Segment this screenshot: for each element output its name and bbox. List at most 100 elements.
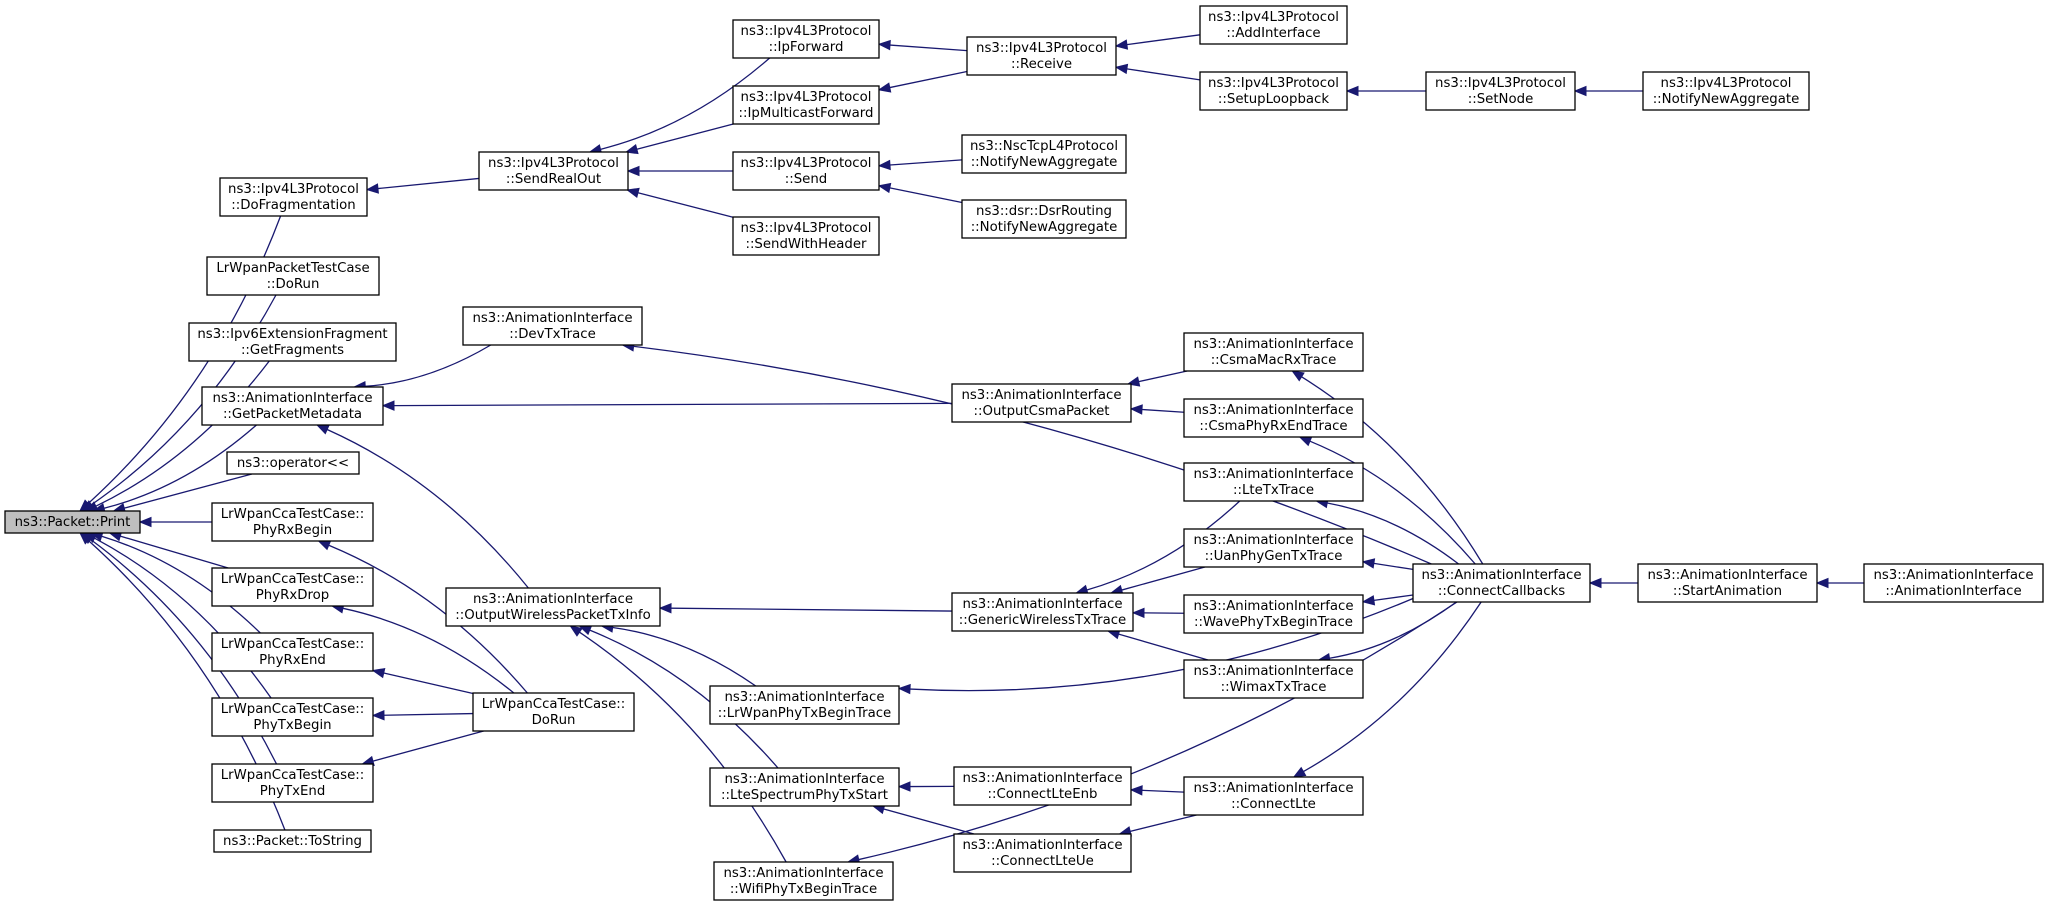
node-dsr[interactable]: ns3::dsr::DsrRouting::NotifyNewAggregate [961, 199, 1127, 239]
node-box[interactable] [732, 19, 880, 59]
node-connlteue[interactable]: ns3::AnimationInterface::ConnectLteUe [953, 833, 1132, 873]
node-label-line: ns3::AnimationInterface [1873, 568, 2033, 583]
node-box[interactable] [211, 502, 374, 542]
node-ccadorun[interactable]: LrWpanCcaTestCase::DoRun [472, 692, 635, 732]
node-box[interactable] [211, 697, 374, 737]
node-box[interactable] [709, 685, 900, 725]
node-box[interactable] [219, 177, 368, 217]
node-box[interactable] [1183, 594, 1364, 634]
node-sendrealout[interactable]: ns3::Ipv4L3Protocol::SendRealOut [478, 151, 629, 191]
node-box[interactable] [951, 383, 1132, 423]
node-phytxbegin[interactable]: LrWpanCcaTestCase::PhyTxBegin [211, 697, 374, 737]
node-box[interactable] [478, 151, 629, 191]
node-box[interactable] [713, 861, 894, 901]
node-box[interactable] [462, 306, 643, 346]
node-dofrag[interactable]: ns3::Ipv4L3Protocol::DoFragmentation [219, 177, 368, 217]
edge-startanim-to-conncb [1588, 577, 1638, 589]
node-box[interactable] [1183, 776, 1364, 816]
node-notifyagg[interactable]: ns3::Ipv4L3Protocol::NotifyNewAggregate [1642, 71, 1810, 111]
node-label-line: ::OutputWirelessPacketTxInfo [455, 608, 650, 623]
node-label-line: ::Send [785, 172, 827, 187]
node-devtx[interactable]: ns3::AnimationInterface::DevTxTrace [462, 306, 643, 346]
node-box[interactable] [732, 216, 880, 256]
node-phyrxdrop[interactable]: LrWpanCcaTestCase::PhyRxDrop [211, 567, 374, 607]
node-box[interactable] [1183, 462, 1364, 502]
node-lrwtx[interactable]: ns3::AnimationInterface::LrWpanPhyTxBegi… [709, 685, 900, 725]
node-animif[interactable]: ns3::AnimationInterface::AnimationInterf… [1863, 563, 2044, 603]
node-box[interactable] [1642, 71, 1810, 111]
node-outcsma[interactable]: ns3::AnimationInterface::OutputCsmaPacke… [951, 383, 1132, 423]
node-box[interactable] [213, 829, 372, 853]
node-owptx[interactable]: ns3::AnimationInterface::OutputWirelessP… [445, 587, 661, 627]
node-phyrxbegin[interactable]: LrWpanCcaTestCase::PhyRxBegin [211, 502, 374, 542]
node-getmeta[interactable]: ns3::AnimationInterface::GetPacketMetada… [201, 386, 384, 426]
node-box[interactable] [1199, 5, 1348, 45]
node-box[interactable] [226, 451, 360, 475]
node-box[interactable] [953, 833, 1132, 873]
arrowhead [1114, 63, 1129, 75]
node-box[interactable] [1199, 71, 1348, 111]
node-root[interactable]: ns3::Packet::Print [4, 510, 141, 534]
node-box[interactable] [206, 256, 380, 296]
node-receive[interactable]: ns3::Ipv4L3Protocol::Receive [966, 36, 1117, 76]
node-box[interactable] [961, 199, 1127, 239]
node-connlteenb[interactable]: ns3::AnimationInterface::ConnectLteEnb [953, 766, 1132, 806]
node-box[interactable] [1863, 563, 2044, 603]
node-box[interactable] [472, 692, 635, 732]
node-csmamacrx[interactable]: ns3::AnimationInterface::CsmaMacRxTrace [1183, 332, 1364, 372]
node-wifitx[interactable]: ns3::AnimationInterface::WifiPhyTxBeginT… [713, 861, 894, 901]
node-box[interactable] [1183, 528, 1364, 568]
edge-line [1126, 68, 1201, 81]
node-box[interactable] [953, 766, 1132, 806]
node-csmaphyrx[interactable]: ns3::AnimationInterface::CsmaPhyRxEndTra… [1183, 398, 1364, 438]
node-addif[interactable]: ns3::Ipv4L3Protocol::AddInterface [1199, 5, 1348, 45]
node-phyrxend[interactable]: LrWpanCcaTestCase::PhyRxEnd [211, 632, 374, 672]
node-box[interactable] [211, 632, 374, 672]
node-box[interactable] [732, 151, 880, 191]
node-box[interactable] [1412, 563, 1591, 603]
node-oplt[interactable]: ns3::operator<< [226, 451, 360, 475]
edge-line [124, 473, 253, 509]
arrowhead [1291, 370, 1305, 382]
node-uanphy[interactable]: ns3::AnimationInterface::UanPhyGenTxTrac… [1183, 528, 1364, 568]
node-box[interactable] [732, 85, 880, 125]
node-lrpkt[interactable]: LrWpanPacketTestCase::DoRun [206, 256, 380, 296]
node-label-line: DoRun [532, 713, 576, 728]
node-ipv6frag[interactable]: ns3::Ipv6ExtensionFragment::GetFragments [188, 322, 397, 362]
node-box[interactable] [1425, 71, 1576, 111]
node-ipmcast[interactable]: ns3::Ipv4L3Protocol::IpMulticastForward [732, 85, 880, 125]
node-wavephy[interactable]: ns3::AnimationInterface::WavePhyTxBeginT… [1183, 594, 1364, 634]
node-box[interactable] [201, 386, 384, 426]
node-box[interactable] [1183, 398, 1364, 438]
node-sendwh[interactable]: ns3::Ipv4L3Protocol::SendWithHeader [732, 216, 880, 256]
node-ltespec[interactable]: ns3::AnimationInterface::LteSpectrumPhyT… [709, 767, 900, 807]
node-phytxend[interactable]: LrWpanCcaTestCase::PhyTxEnd [211, 763, 374, 803]
node-box[interactable] [211, 567, 374, 607]
node-connlte[interactable]: ns3::AnimationInterface::ConnectLte [1183, 776, 1364, 816]
node-box[interactable] [961, 134, 1127, 174]
node-tostring[interactable]: ns3::Packet::ToString [213, 829, 372, 853]
node-box[interactable] [188, 322, 397, 362]
edge-line [1141, 789, 1185, 793]
node-nsctcp[interactable]: ns3::NscTcpL4Protocol::NotifyNewAggregat… [961, 134, 1127, 174]
node-box[interactable] [211, 763, 374, 803]
node-setnode[interactable]: ns3::Ipv4L3Protocol::SetNode [1425, 71, 1576, 111]
node-box[interactable] [4, 510, 141, 534]
edge-sendrealout-to-dofrag [365, 177, 480, 194]
node-box[interactable] [709, 767, 900, 807]
node-box[interactable] [1183, 659, 1364, 699]
node-startanim[interactable]: ns3::AnimationInterface::StartAnimation [1637, 563, 1818, 603]
node-ipforward[interactable]: ns3::Ipv4L3Protocol::IpForward [732, 19, 880, 59]
node-setloop[interactable]: ns3::Ipv4L3Protocol::SetupLoopback [1199, 71, 1348, 111]
node-box[interactable] [966, 36, 1117, 76]
node-box[interactable] [1637, 563, 1818, 603]
node-wimax[interactable]: ns3::AnimationInterface::WimaxTxTrace [1183, 659, 1364, 699]
node-box[interactable] [951, 592, 1134, 632]
node-box[interactable] [445, 587, 661, 627]
node-genwtx[interactable]: ns3::AnimationInterface::GenericWireless… [951, 592, 1134, 632]
node-box[interactable] [1183, 332, 1364, 372]
edge-connlteue-to-ltespec [871, 804, 975, 835]
node-send[interactable]: ns3::Ipv4L3Protocol::Send [732, 151, 880, 191]
node-conncb[interactable]: ns3::AnimationInterface::ConnectCallback… [1412, 563, 1591, 603]
node-ltetx[interactable]: ns3::AnimationInterface::LteTxTrace [1183, 462, 1364, 502]
